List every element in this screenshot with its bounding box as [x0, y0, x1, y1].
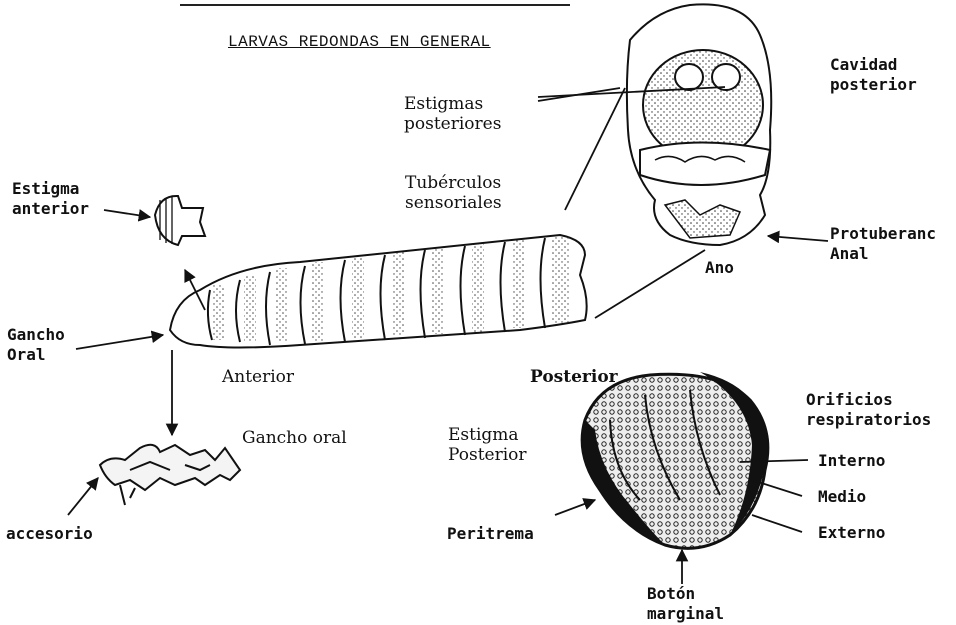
label-ano: Ano — [705, 258, 734, 278]
larva-body — [170, 235, 587, 348]
label-accesorio: accesorio — [6, 524, 93, 544]
posterior-end — [627, 4, 771, 245]
oral-hook — [100, 445, 240, 505]
label-interno: Interno — [818, 451, 885, 471]
label-gancho-oral: Gancho oral — [242, 428, 347, 448]
label-medio: Medio — [818, 487, 866, 507]
label-peritrema: Peritrema — [447, 524, 534, 544]
label-externo: Externo — [818, 523, 885, 543]
label-posterior: Posterior — [530, 367, 618, 387]
posterior-spiracle — [582, 372, 768, 548]
anterior-spiracle — [155, 196, 205, 245]
label-anterior: Anterior — [222, 367, 294, 387]
